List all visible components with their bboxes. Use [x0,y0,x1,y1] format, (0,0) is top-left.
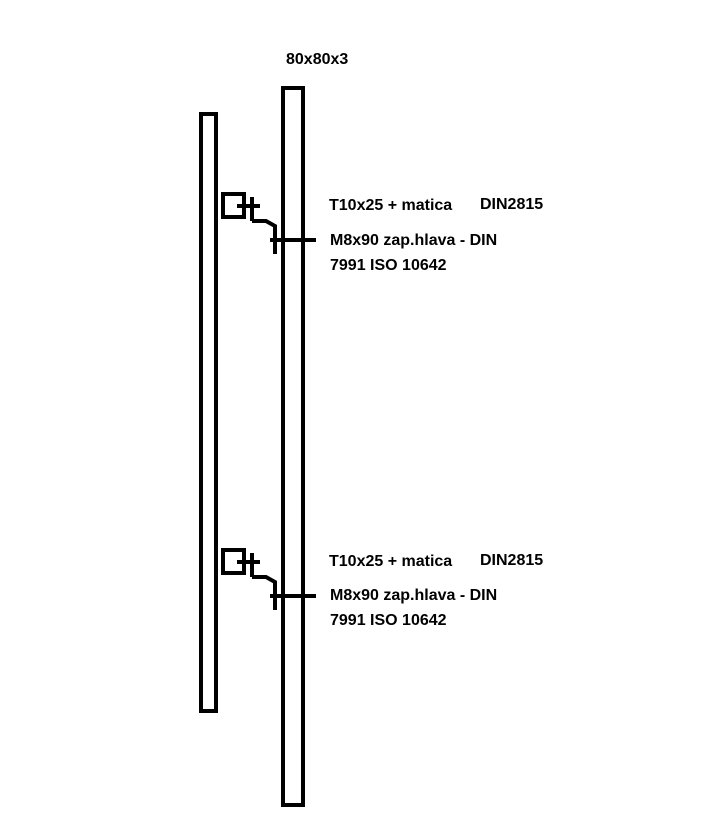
screw-label-line2: 7991 ISO 10642 [330,257,447,274]
fixing-top [221,192,316,254]
screw-label-line1: M8x90 zap.hlava - DIN [330,232,498,249]
bracket [252,575,277,610]
screw-label-line2: 7991 ISO 10642 [330,612,447,629]
bracket [252,219,277,254]
bolt-label: T10x25 + matica [329,197,453,214]
left-bar [199,112,218,713]
bolt-din: DIN2815 [480,552,544,569]
bolt-label: T10x25 + matica [329,553,453,570]
bolt-din: DIN2815 [480,196,544,213]
screw-label-line1: M8x90 zap.hlava - DIN [330,587,498,604]
profile-post [281,86,305,807]
profile-label: 80x80x3 [286,51,349,68]
fixing-bottom [221,548,316,610]
